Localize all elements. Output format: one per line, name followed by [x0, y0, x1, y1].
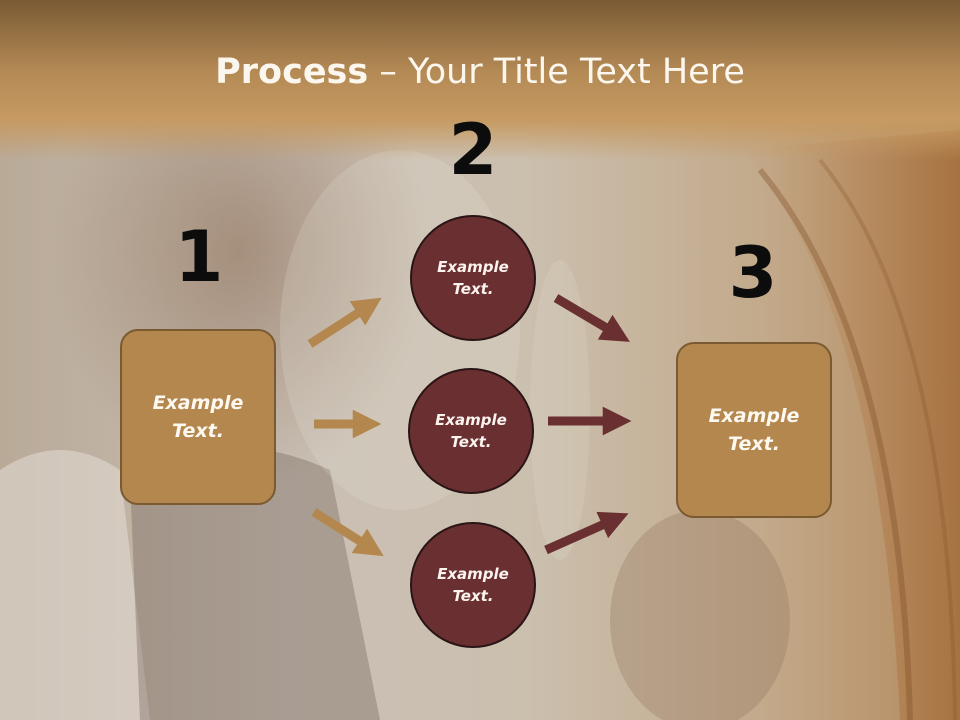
step-number-2: 2	[448, 109, 498, 191]
arrow-2c-to-3	[544, 511, 629, 555]
title-banner	[0, 0, 960, 160]
arrow-1-to-2c	[311, 508, 384, 557]
step-number-1: 1	[174, 216, 224, 298]
arrow-2a-to-3	[553, 294, 630, 342]
arrow-1-to-2a	[307, 297, 382, 348]
step-number-3: 3	[728, 232, 778, 314]
title-bold: Process	[215, 52, 369, 92]
slide-title: Process – Your Title Text Here	[0, 52, 960, 92]
title-rest: – Your Title Text Here	[368, 52, 745, 92]
